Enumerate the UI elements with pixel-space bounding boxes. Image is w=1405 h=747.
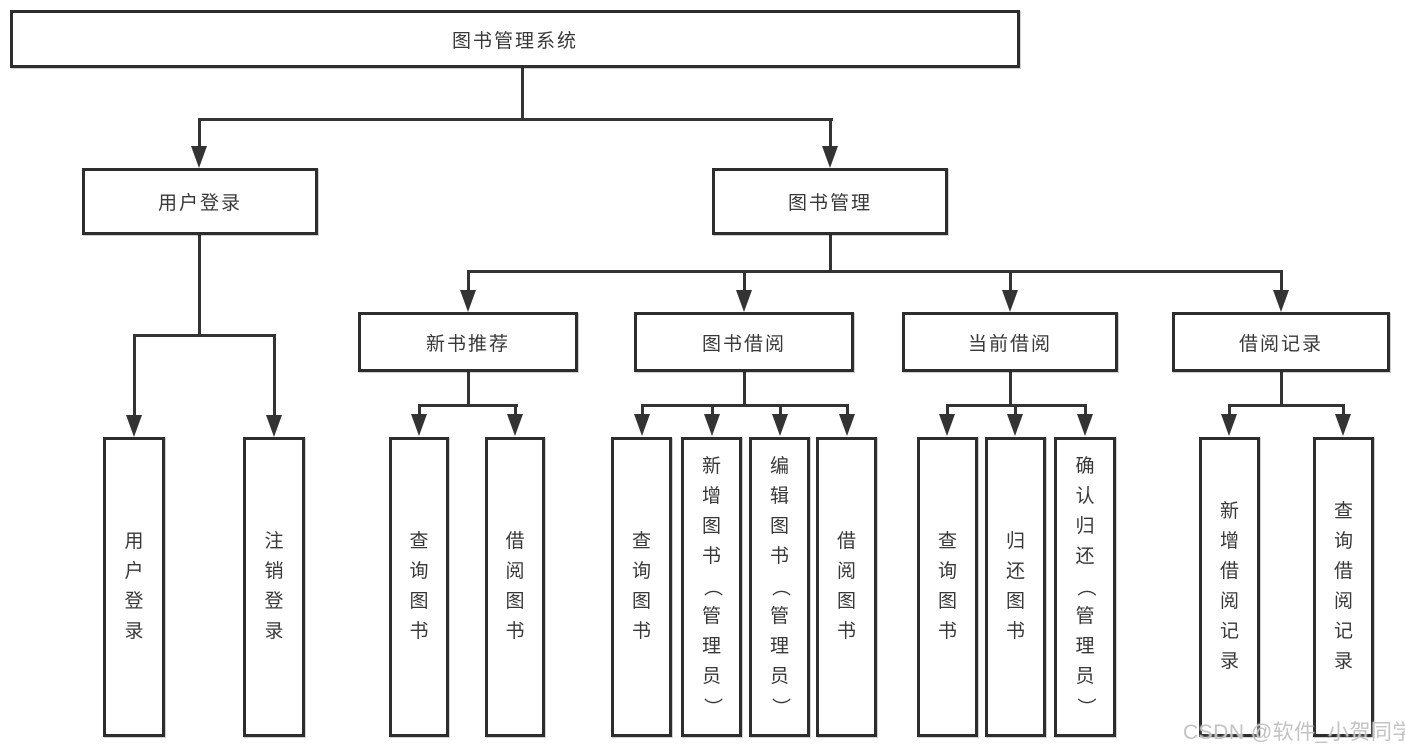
node-current-borrow: 当前借阅 (902, 312, 1118, 372)
leaf-query-books-2: 查询图书 (611, 437, 672, 737)
node-book-management-label: 图书管理 (787, 193, 872, 214)
arrowhead-icon (772, 414, 788, 436)
connector-line (641, 404, 644, 416)
csdn-watermark: CSDN @软件_小贺同学 (1183, 721, 1405, 744)
connector-line (1014, 404, 1017, 416)
connector-line (743, 270, 746, 292)
connector-line (1228, 404, 1231, 416)
arrowhead-icon (266, 415, 282, 437)
arrowhead-icon (411, 414, 427, 436)
node-book-management: 图书管理 (712, 168, 948, 235)
connector-line (946, 404, 949, 416)
node-borrow-records-label: 借阅记录 (1238, 333, 1323, 355)
leaf-borrow-books-2: 借阅图书 (816, 437, 877, 737)
arrowhead-icon (1002, 290, 1018, 312)
connector-line (779, 404, 782, 416)
arrowhead-icon (1335, 414, 1351, 436)
arrowhead-icon (939, 414, 955, 436)
arrowhead-icon (507, 414, 523, 436)
leaf-borrow-books-1: 借阅图书 (485, 437, 545, 737)
node-root: 图书管理系统 (10, 10, 1020, 68)
leaf-edit-books-admin: 编辑图书（管理员） (749, 437, 810, 737)
connector-line (198, 235, 201, 337)
connector-line (1084, 404, 1087, 416)
connector-line (829, 235, 832, 273)
node-current-borrow-label: 当前借阅 (967, 333, 1052, 355)
connector-line (467, 372, 470, 407)
leaf-add-borrow-record: 新增借阅记录 (1199, 437, 1260, 737)
node-new-book-recommend-label: 新书推荐 (425, 333, 510, 355)
connector-line (829, 118, 832, 148)
leaf-query-books-1: 查询图书 (389, 437, 449, 737)
connector-line (133, 334, 136, 415)
leaf-logout: 注销登录 (243, 437, 305, 737)
connector-line (467, 270, 470, 292)
arrowhead-icon (1221, 414, 1237, 436)
connector-line (514, 404, 517, 416)
arrowhead-icon (839, 414, 855, 436)
connector-line (418, 404, 421, 416)
connector-line (1342, 404, 1345, 416)
connector-line (521, 67, 524, 120)
arrowhead-icon (460, 290, 476, 312)
connector-line (1280, 270, 1283, 292)
node-new-book-recommend: 新书推荐 (358, 312, 578, 372)
node-book-borrow: 图书借阅 (634, 312, 854, 372)
connector-line (641, 404, 849, 407)
connector-line (198, 118, 201, 148)
node-user-login: 用户登录 (82, 168, 318, 235)
connector-line (273, 334, 276, 415)
leaf-add-books-admin: 新增图书（管理员） (681, 437, 742, 737)
arrowhead-icon (704, 414, 720, 436)
arrowhead-icon (1273, 290, 1289, 312)
node-book-borrow-label: 图书借阅 (701, 333, 786, 355)
connector-line (1009, 372, 1012, 407)
connector-line (743, 372, 746, 407)
leaf-query-borrow-record: 查询借阅记录 (1313, 437, 1374, 737)
connector-line (1009, 270, 1012, 292)
leaf-user-login: 用户登录 (103, 437, 165, 737)
leaf-confirm-return-admin: 确认归还（管理员） (1054, 437, 1116, 737)
connector-line (1280, 372, 1283, 407)
node-user-login-label: 用户登录 (157, 193, 242, 214)
connector-line (133, 334, 276, 337)
arrowhead-icon (736, 290, 752, 312)
arrowhead-icon (1007, 414, 1023, 436)
connector-line (846, 404, 849, 416)
arrowhead-icon (1077, 414, 1093, 436)
arrowhead-icon (634, 414, 650, 436)
leaf-query-books-3: 查询图书 (917, 437, 978, 737)
arrowhead-icon (822, 146, 838, 168)
connector-line (418, 404, 518, 407)
leaf-return-books: 归还图书 (985, 437, 1046, 737)
node-root-label: 图书管理系统 (451, 30, 578, 52)
connector-line (1228, 404, 1344, 407)
node-borrow-records: 借阅记录 (1172, 312, 1390, 372)
connector-line (467, 270, 1283, 273)
arrowhead-icon (191, 146, 207, 168)
arrowhead-icon (126, 415, 142, 437)
connector-line (198, 118, 833, 121)
connector-line (711, 404, 714, 416)
